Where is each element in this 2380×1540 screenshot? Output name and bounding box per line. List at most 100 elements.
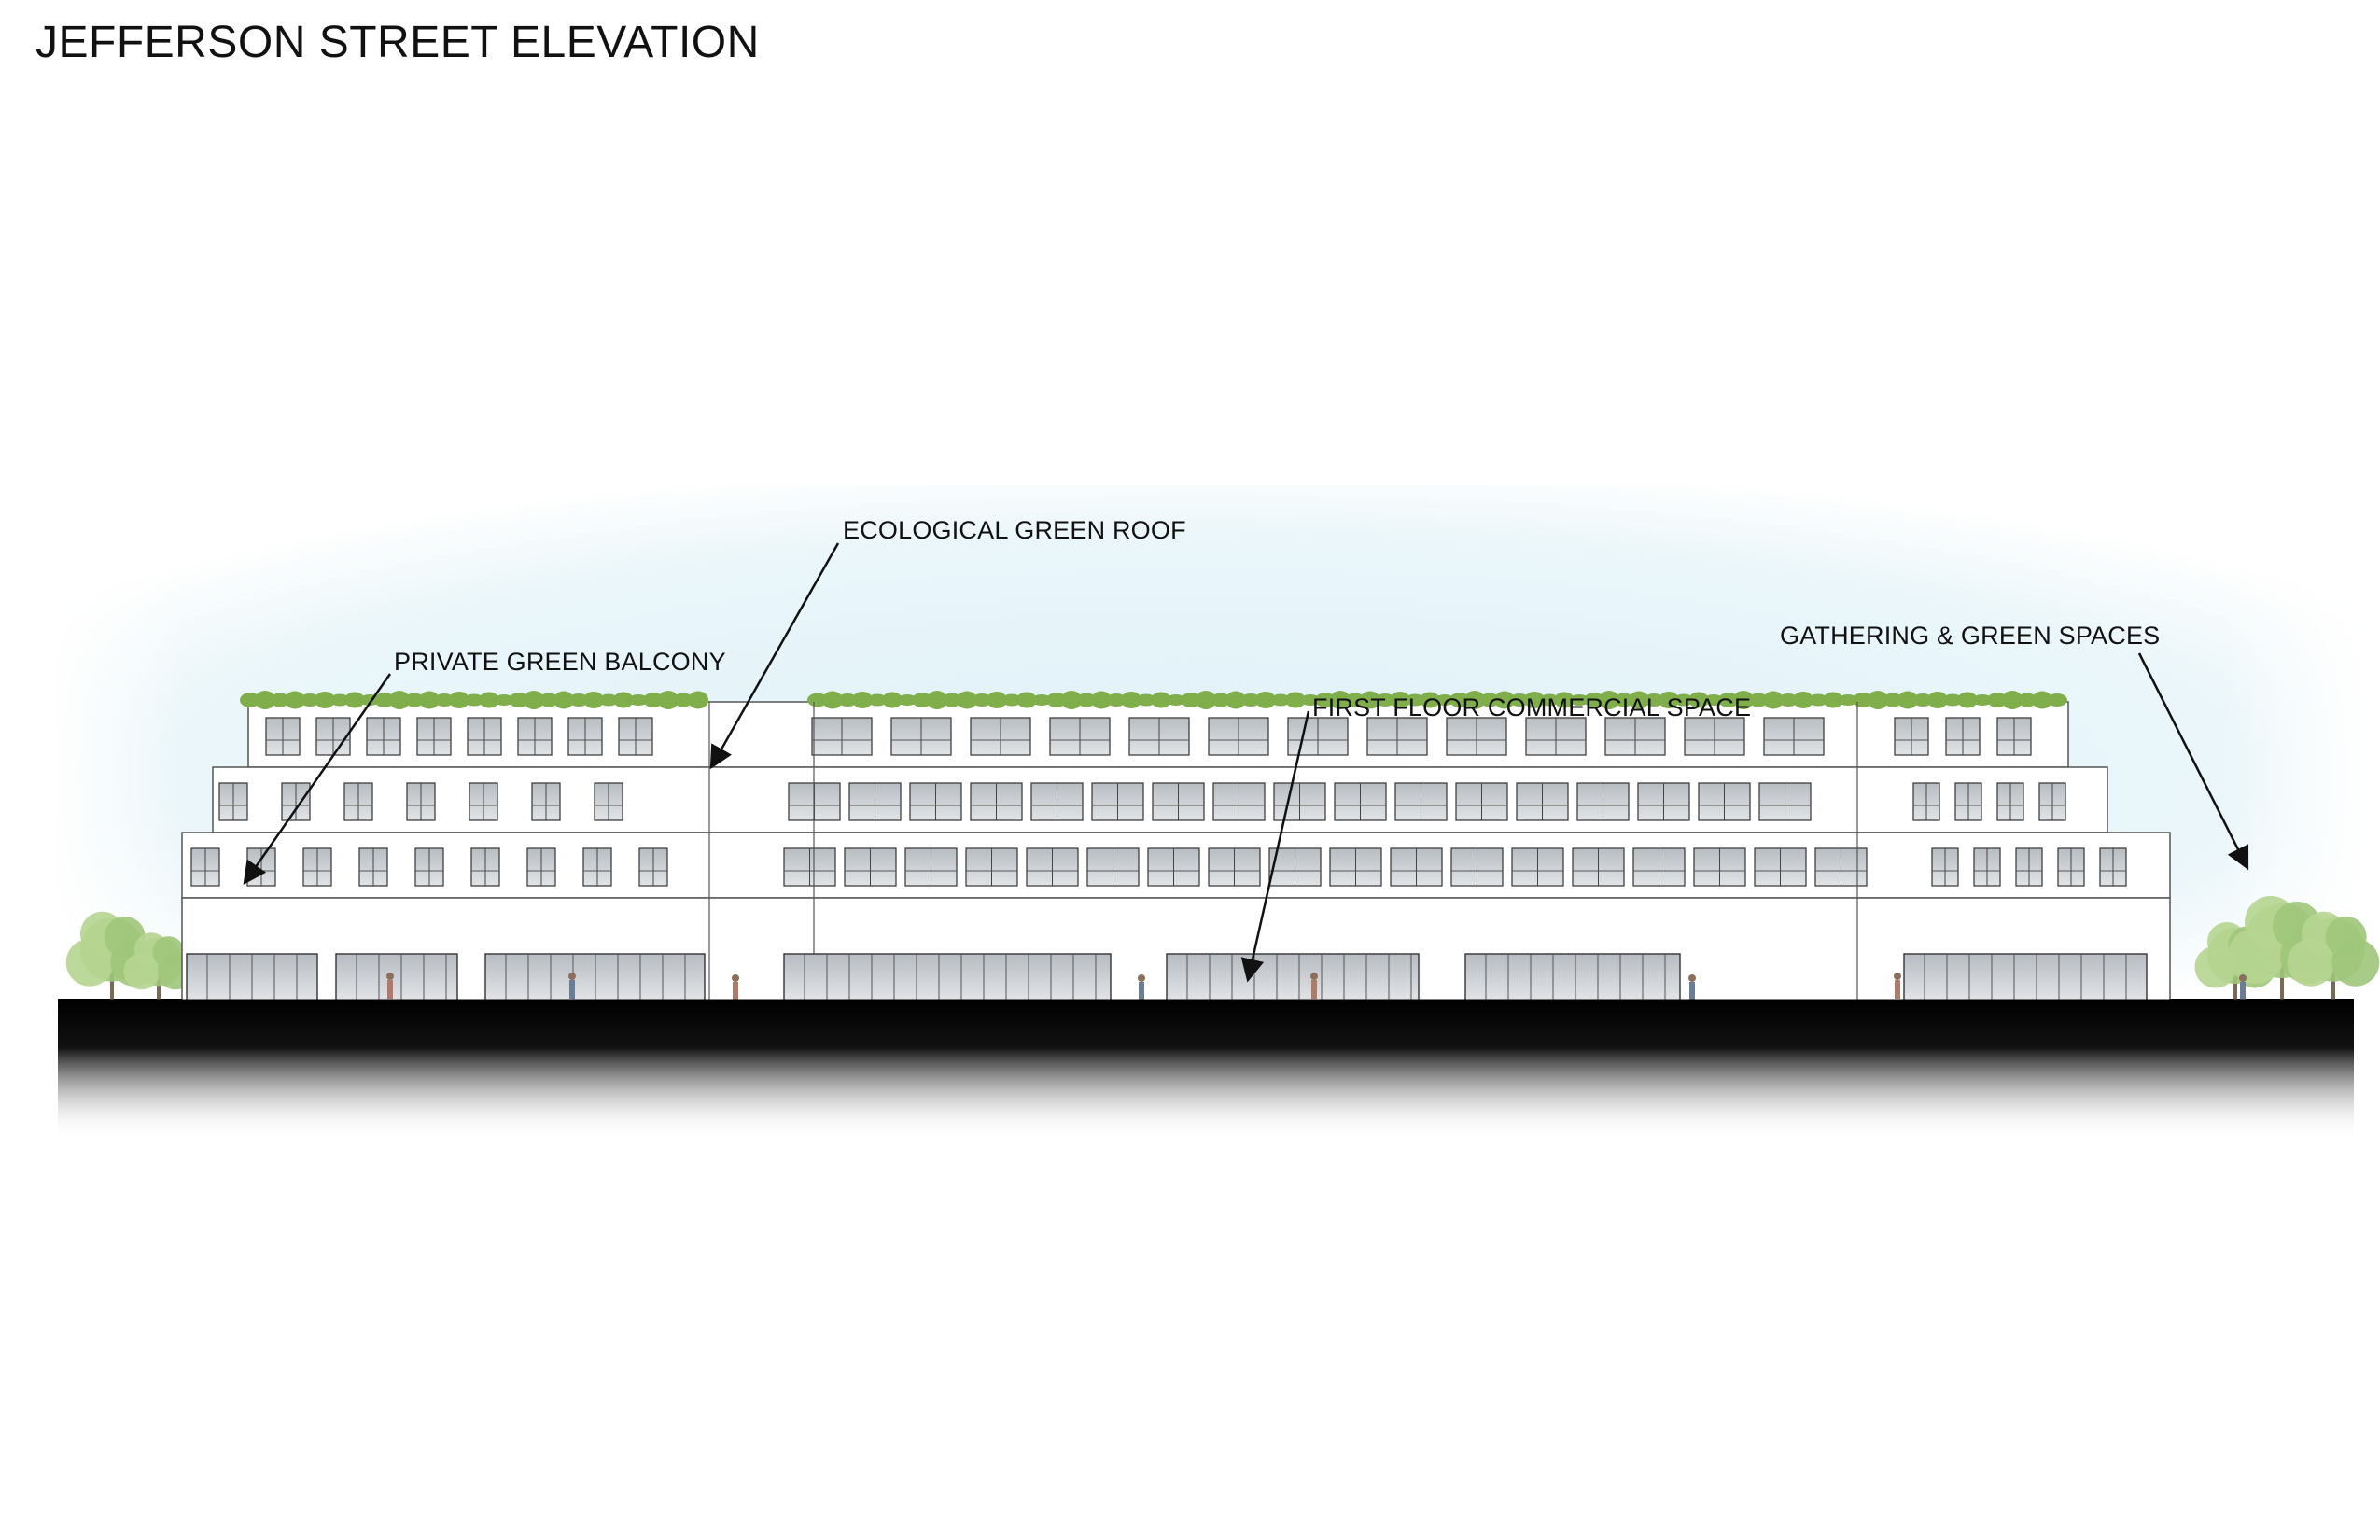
green-roof-plant: [1629, 691, 1649, 709]
green-roof-plant: [255, 691, 275, 709]
green-roof-plant: [1330, 691, 1351, 709]
green-roof-plant: [1897, 691, 1918, 709]
building-elevation: [58, 691, 2354, 1002]
person: [1139, 982, 1144, 1001]
green-roof-plant: [1211, 693, 1231, 707]
green-roof-plant: [1703, 694, 1724, 706]
green-roof-plant: [1987, 693, 2008, 707]
green-roof-plant: [583, 692, 604, 708]
green-roof-plant: [807, 693, 828, 707]
person: [569, 980, 575, 999]
green-roof-plant: [1778, 693, 1799, 707]
green-roof-plant: [1016, 692, 1037, 708]
tree-right-3-foliage: [2325, 916, 2367, 959]
green-roof-plant: [329, 693, 350, 707]
green-roof-plant: [479, 692, 499, 708]
person-head: [1894, 973, 1901, 980]
green-roof-plant: [553, 691, 574, 709]
green-roof-plant: [1614, 693, 1634, 707]
green-roof-plant: [1584, 693, 1604, 707]
green-roof-plant: [1300, 694, 1321, 706]
green-roof-plant: [2047, 693, 2067, 707]
green-roof-plant: [1390, 692, 1410, 708]
green-roof-plant: [1121, 692, 1141, 708]
person-head: [1310, 973, 1318, 980]
callout-commercial: FIRST FLOOR COMMERCIAL SPACE: [1312, 693, 1752, 721]
green-roof-plant: [957, 691, 977, 709]
green-roof-plant: [1972, 694, 1993, 706]
green-roof-plant: [1883, 693, 1903, 707]
green-roof-plant: [2017, 693, 2037, 707]
green-roof-plant: [912, 693, 932, 707]
arrow-balcony: [243, 673, 392, 886]
callout-gathering: GATHERING & GREEN SPACES: [1780, 622, 2161, 650]
green-roof-plant: [897, 694, 917, 706]
arrow-green-roof: [709, 542, 840, 770]
green-roof-plant: [1539, 693, 1560, 707]
arrow-commercial: [1240, 710, 1310, 983]
green-roof-plant: [1659, 692, 1679, 708]
green-roof-plant: [1136, 693, 1156, 707]
tree-left-2-foliage: [152, 936, 185, 968]
green-roof-plant: [374, 693, 395, 707]
green-roof-plant: [524, 691, 544, 709]
green-roof-plant: [1509, 693, 1530, 707]
green-roof-plant: [464, 693, 484, 707]
green-roof-plant: [867, 693, 888, 707]
green-roof-plant: [927, 691, 947, 709]
green-roof-plant: [628, 694, 649, 706]
green-roof-plant: [1345, 693, 1365, 707]
person: [387, 980, 393, 999]
green-roof-plant: [434, 693, 455, 707]
green-roof-plant: [1046, 693, 1067, 707]
green-roof-plant: [942, 693, 962, 707]
green-roof-plant: [1718, 693, 1739, 707]
green-roof-plant: [987, 692, 1007, 708]
green-roof-plant: [1270, 693, 1291, 707]
green-roof-plant: [1061, 691, 1082, 709]
green-roof-plant: [1151, 692, 1171, 708]
green-roof-plant: [539, 693, 559, 707]
green-roof-plant: [389, 691, 410, 709]
storefront: [1464, 953, 1681, 1001]
green-roof-plant: [1091, 691, 1112, 709]
green-roof-plant: [1001, 693, 1022, 707]
green-roof-plant: [688, 691, 708, 709]
green-roof-plant: [1957, 692, 1978, 708]
green-roof-plant: [1868, 691, 1888, 709]
green-roof-plant: [882, 692, 903, 708]
callout-balcony: PRIVATE GREEN BALCONY: [394, 648, 726, 676]
green-roof-plant: [1464, 691, 1485, 709]
green-roof-plant: [404, 693, 425, 707]
green-roof-plant: [1942, 693, 1963, 707]
green-roof-plant: [300, 693, 320, 707]
green-roof-plant: [1420, 692, 1440, 708]
green-roof-plant: [1405, 693, 1425, 707]
person-head: [732, 974, 739, 982]
green-roof-plant: [1569, 694, 1589, 706]
green-roof-plant: [1031, 694, 1052, 706]
green-roof-plant: [1733, 691, 1754, 709]
green-roof-plant: [1823, 692, 1843, 708]
green-roof-plant: [344, 692, 365, 708]
arrow-gathering: [2137, 652, 2249, 871]
green-roof-plant: [643, 693, 664, 707]
green-roof-plant: [1838, 694, 1858, 706]
green-roof-plant: [1479, 693, 1500, 707]
green-roof-plant: [1927, 692, 1948, 708]
green-roof-plant: [1360, 691, 1380, 709]
green-roof-plant: [240, 693, 260, 707]
green-roof-plant: [673, 693, 693, 707]
callout-arrows: [243, 542, 2249, 983]
green-roof-plant: [852, 692, 873, 708]
page-title: JEFFERSON STREET ELEVATION: [35, 18, 760, 67]
storefront: [335, 953, 458, 1001]
green-roof-plant: [1196, 691, 1216, 709]
green-roof-plant: [1554, 692, 1575, 708]
storefront: [1166, 953, 1420, 1001]
green-roof-plant: [270, 693, 290, 707]
green-roof-plant: [972, 693, 992, 707]
green-roof-plant: [494, 694, 514, 706]
green-roof-plant: [1225, 691, 1246, 709]
